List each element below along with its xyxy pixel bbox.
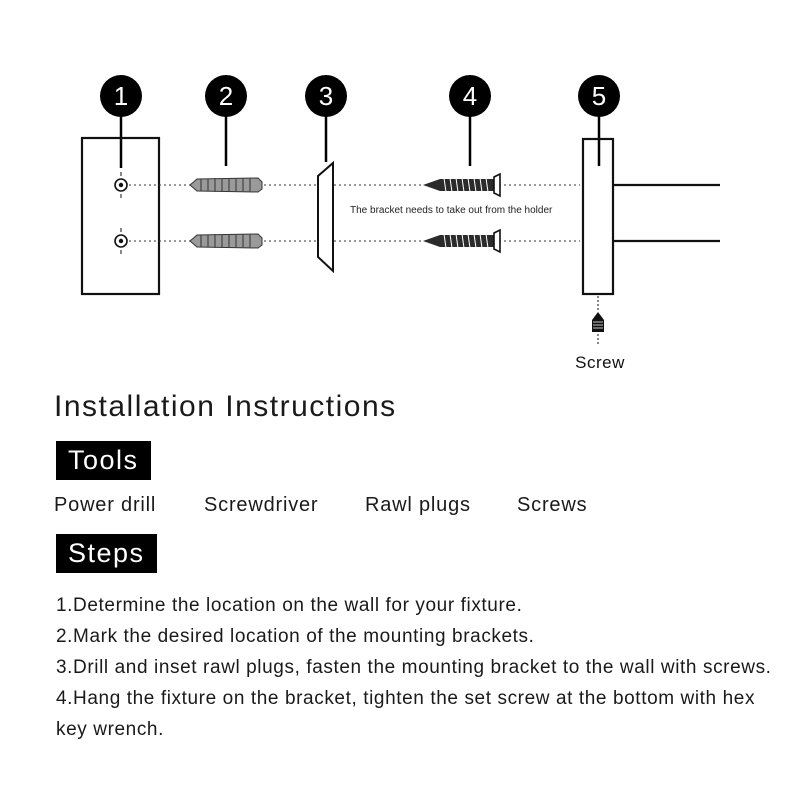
step-item: 4.Hang the fixture on the bracket, tight… — [56, 688, 756, 740]
tool-item: Screwdriver — [204, 494, 319, 516]
page-title: Installation Instructions — [54, 390, 397, 423]
callout-number: 4 — [463, 81, 477, 111]
callout-1: 1 — [100, 75, 142, 168]
steps-label: Steps — [56, 534, 157, 573]
tool-item: Power drill — [54, 494, 157, 516]
step-item: 3.Drill and inset rawl plugs, fasten the… — [56, 657, 772, 678]
wall-hole-bottom — [114, 228, 128, 254]
tool-item: Rawl plugs — [365, 494, 471, 516]
set-screw-label: Screw — [575, 353, 625, 372]
callout-4: 4 — [449, 75, 491, 166]
tool-item: Screws — [517, 494, 588, 516]
installation-diagram: 1 2 3 4 5 — [80, 75, 720, 372]
callout-5: 5 — [578, 75, 620, 166]
set-screw-icon — [592, 312, 604, 346]
callout-number: 3 — [319, 81, 333, 111]
bracket-note: The bracket needs to take out from the h… — [350, 205, 553, 216]
callout-3: 3 — [305, 75, 347, 162]
callout-number: 5 — [592, 81, 606, 111]
step-item: 1.Determine the location on the wall for… — [56, 595, 523, 616]
callout-number: 2 — [219, 81, 233, 111]
tools-label: Tools — [56, 441, 151, 480]
step-item: 2.Mark the desired location of the mount… — [56, 626, 535, 647]
callout-number: 1 — [114, 81, 128, 111]
fixture-holder — [581, 137, 720, 312]
wall-plate — [80, 136, 161, 296]
callout-2: 2 — [205, 75, 247, 166]
mounting-screw-top — [423, 172, 501, 198]
steps-list: 1.Determine the location on the wall for… — [56, 590, 776, 745]
mounting-screw-bottom — [423, 228, 501, 254]
rawl-plug-top — [189, 177, 263, 193]
mounting-bracket — [317, 160, 334, 274]
wall-hole-top — [114, 172, 128, 198]
rawl-plug-bottom — [189, 233, 263, 249]
